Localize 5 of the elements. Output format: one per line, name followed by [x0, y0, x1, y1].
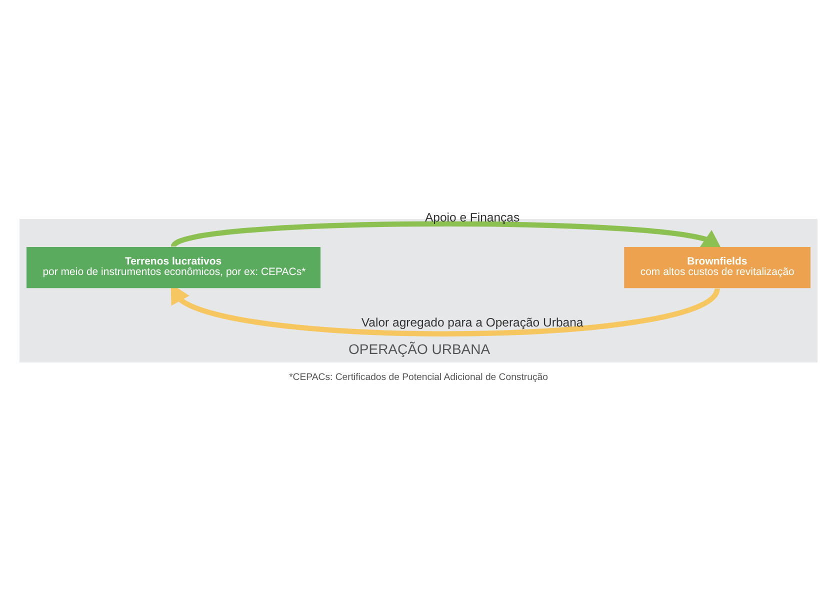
node-box: Brownfields com altos custos de revitalização	[624, 246, 810, 288]
node-box: Terrenos lucrativos por meio de instrumentos econômicos, por ex: CEPACs*	[26, 246, 320, 288]
edge-label: Valor agregado para a Operação Urbana	[361, 314, 584, 329]
caption: *CEPACs: Certificados de Potencial Adicional de Construção	[289, 372, 548, 383]
arrow	[172, 220, 722, 250]
